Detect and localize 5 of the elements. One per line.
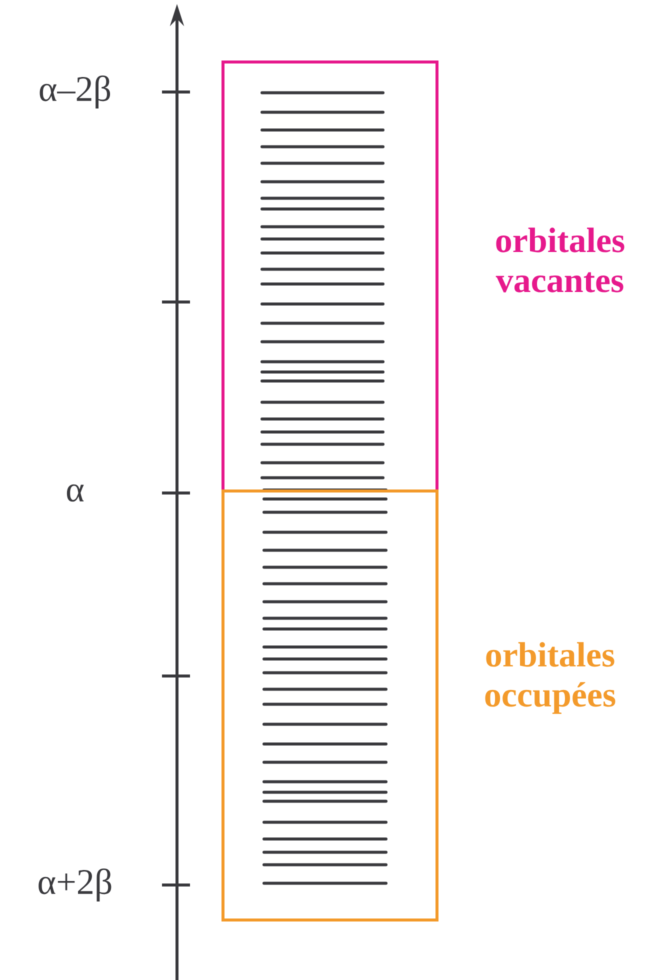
axis-label: α [66, 484, 84, 502]
group-label: orbitales occupées [485, 642, 616, 714]
axis-label: α+2β [38, 868, 112, 902]
group-label: orbitales vacantes [496, 228, 624, 292]
axis-label: α–2β [40, 76, 110, 109]
